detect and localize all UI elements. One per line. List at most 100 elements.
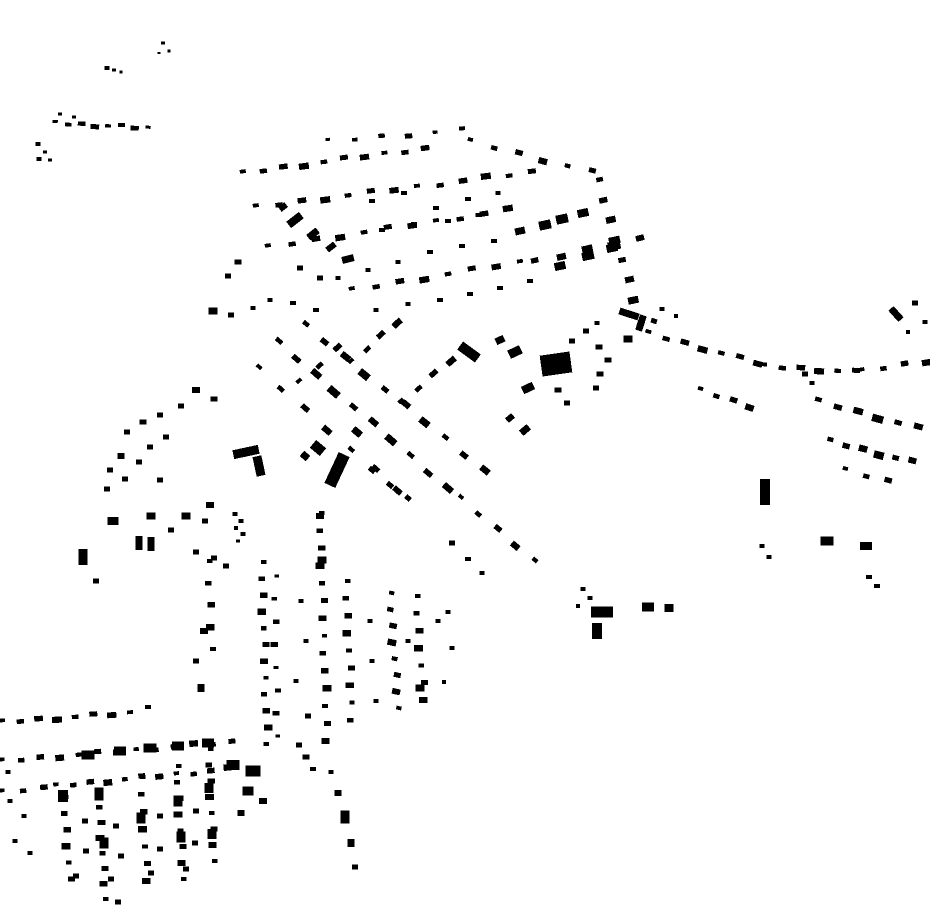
building xyxy=(605,242,619,254)
building xyxy=(539,351,573,377)
building xyxy=(493,523,503,533)
building xyxy=(55,754,65,762)
building xyxy=(208,307,218,315)
building xyxy=(362,345,372,354)
building xyxy=(321,738,330,744)
building xyxy=(300,403,311,414)
building xyxy=(445,610,451,614)
building xyxy=(83,848,89,854)
building xyxy=(365,268,371,272)
building xyxy=(144,861,152,867)
building xyxy=(65,860,72,865)
building xyxy=(760,362,768,367)
building xyxy=(73,873,79,879)
building xyxy=(103,778,113,787)
cluster-band-to-district-connector xyxy=(208,298,319,318)
building xyxy=(154,773,164,780)
cluster-central-district xyxy=(232,317,600,575)
building xyxy=(118,853,124,859)
building xyxy=(697,385,704,392)
building xyxy=(871,413,885,424)
building xyxy=(580,587,586,591)
building xyxy=(77,121,86,127)
building xyxy=(323,720,331,726)
building xyxy=(271,597,278,601)
building xyxy=(475,213,481,217)
building xyxy=(142,844,148,849)
building xyxy=(104,486,110,492)
building xyxy=(598,196,608,204)
building xyxy=(449,540,455,546)
building xyxy=(193,549,199,555)
building xyxy=(328,770,334,774)
building xyxy=(366,187,376,194)
building xyxy=(596,371,604,377)
building xyxy=(888,306,904,322)
building xyxy=(415,684,425,692)
building xyxy=(207,829,217,839)
building xyxy=(595,176,604,183)
building xyxy=(820,536,834,546)
building xyxy=(93,578,99,584)
building xyxy=(388,622,398,630)
building xyxy=(0,788,5,793)
building xyxy=(35,142,41,146)
building xyxy=(342,596,350,601)
building xyxy=(735,353,745,360)
building xyxy=(208,842,217,848)
building xyxy=(921,358,930,367)
building xyxy=(342,630,352,637)
building xyxy=(105,124,112,128)
building xyxy=(883,476,893,484)
building xyxy=(204,783,214,793)
building xyxy=(61,811,68,816)
building xyxy=(207,559,213,563)
building xyxy=(240,532,246,536)
building xyxy=(432,130,438,134)
building xyxy=(320,598,328,604)
building xyxy=(319,651,326,656)
building xyxy=(21,814,27,818)
building xyxy=(208,810,215,816)
building xyxy=(117,453,125,459)
building xyxy=(852,406,864,416)
building xyxy=(435,619,441,623)
building xyxy=(873,450,885,461)
building xyxy=(858,367,865,372)
building xyxy=(796,364,806,371)
building xyxy=(373,699,379,703)
building xyxy=(505,413,515,423)
building xyxy=(393,671,402,679)
building xyxy=(367,619,373,623)
building xyxy=(298,162,310,171)
building xyxy=(391,687,401,696)
building xyxy=(401,191,407,195)
building xyxy=(190,771,198,777)
building xyxy=(879,365,887,372)
building xyxy=(321,633,328,638)
building xyxy=(569,338,575,344)
building xyxy=(778,365,787,371)
building xyxy=(564,400,570,406)
building xyxy=(583,328,589,334)
building xyxy=(623,335,633,343)
building xyxy=(291,353,302,364)
building xyxy=(302,754,310,760)
building xyxy=(145,125,151,129)
building xyxy=(347,357,355,365)
building xyxy=(205,624,215,631)
building xyxy=(260,626,267,631)
building xyxy=(814,396,823,403)
building xyxy=(495,191,501,195)
building xyxy=(262,642,270,648)
building xyxy=(138,826,147,833)
building xyxy=(140,775,146,779)
building xyxy=(346,648,352,653)
building xyxy=(335,276,341,280)
building xyxy=(367,416,380,428)
building xyxy=(502,204,514,213)
building xyxy=(392,485,403,496)
building xyxy=(263,675,269,680)
building xyxy=(72,115,76,119)
building xyxy=(82,818,88,824)
